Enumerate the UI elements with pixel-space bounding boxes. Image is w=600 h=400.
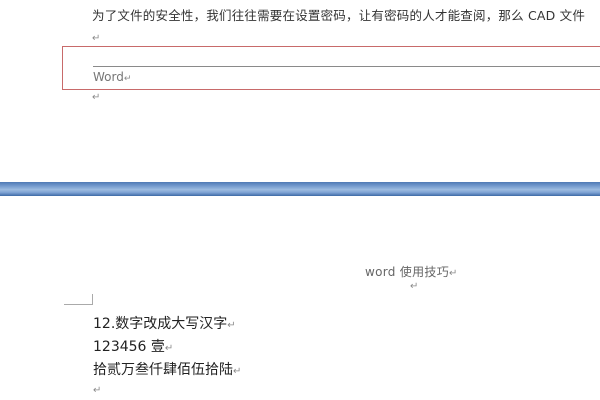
header-text[interactable]: word 使用技巧↵ bbox=[365, 265, 458, 279]
body-text-line[interactable]: 为了文件的安全性，我们往往需要在设置密码，让有密码的人才能查阅，那么 CAD 文… bbox=[92, 8, 586, 23]
body-line-1[interactable]: 12.数字改成大写汉字↵ bbox=[93, 316, 236, 332]
document-page-upper[interactable]: 为了文件的安全性，我们往往需要在设置密码，让有密码的人才能查阅，那么 CAD 文… bbox=[0, 0, 600, 182]
paragraph-mark-icon: ↵ bbox=[92, 33, 101, 44]
body-line-2[interactable]: 123456 壹↵ bbox=[93, 339, 174, 355]
paragraph-mark-icon: ↵ bbox=[410, 281, 419, 292]
footer-area[interactable]: Word↵ bbox=[62, 46, 600, 90]
paragraph-mark-icon: ↵ bbox=[227, 320, 236, 331]
paragraph-mark-icon: ↵ bbox=[164, 343, 174, 354]
paragraph-mark-icon: ↵ bbox=[449, 268, 458, 279]
paragraph-mark-icon: ↵ bbox=[93, 385, 102, 396]
paragraph-mark-icon: ↵ bbox=[233, 366, 242, 377]
paragraph-mark-icon: ↵ bbox=[123, 74, 132, 84]
document-page-lower[interactable]: word 使用技巧↵ ↵ 12.数字改成大写汉字↵ 123456 壹↵ 拾贰万叁… bbox=[0, 196, 600, 400]
footer-label: Word↵ bbox=[93, 70, 132, 84]
footer-divider bbox=[93, 66, 600, 67]
margin-corner-marker bbox=[64, 294, 93, 305]
body-line-3[interactable]: 拾贰万叁仟肆佰伍拾陆↵ bbox=[93, 362, 242, 378]
page-separator bbox=[0, 182, 600, 196]
paragraph-mark-icon: ↵ bbox=[92, 92, 101, 103]
